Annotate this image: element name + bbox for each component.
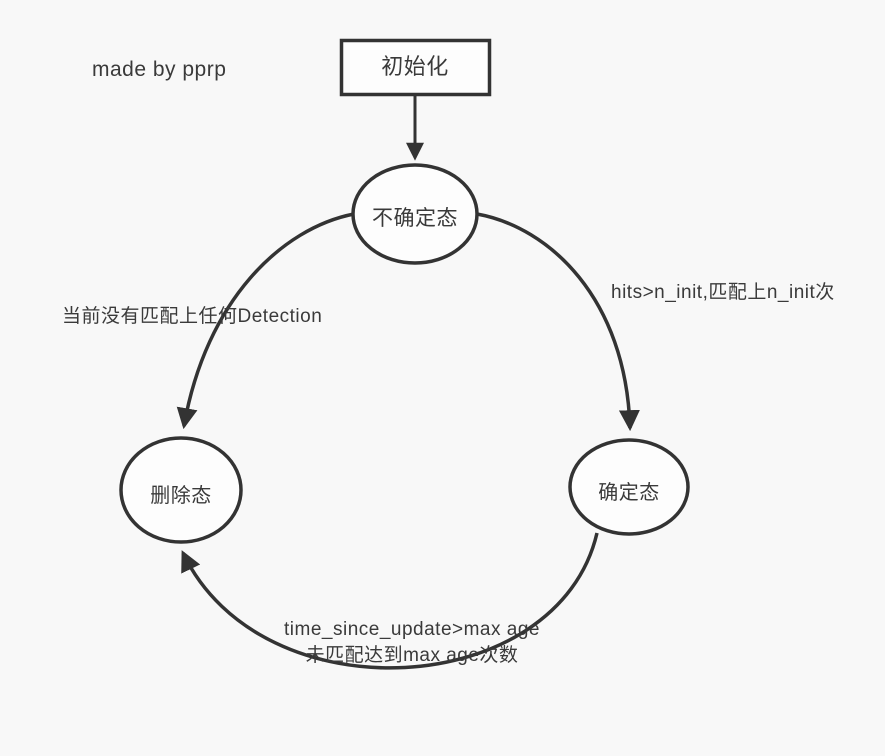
edge-tentative-to-deleted (176, 212, 355, 430)
edge-confirmed-to-deleted (181, 532, 599, 670)
node-confirmed-label: 确定态 (598, 482, 660, 504)
node-confirmed-ellipse (568, 438, 690, 536)
node-init-label: 初始化 (381, 54, 449, 79)
node-deleted-label: 删除态 (150, 485, 212, 507)
node-tentative-label: 不确定态 (372, 207, 458, 230)
edge-tentative-to-confirmed (476, 212, 640, 432)
edge-confirmed-to-deleted-label: time_since_update>max age 未匹配达到max age次数 (262, 617, 562, 669)
edge-tentative-to-confirmed-label: hits>n_init,匹配上n_init次 (611, 282, 835, 303)
edge-confirmed-to-deleted-label-line1: time_since_update>max age (284, 619, 540, 640)
edge-confirmed-to-deleted-label-line2: 未匹配达到max age次数 (305, 645, 519, 666)
node-tentative-ellipse (351, 163, 479, 265)
edge-tentative-to-deleted-label: 当前没有匹配上任何Detection (62, 306, 323, 327)
node-deleted-ellipse (119, 436, 243, 544)
credit-text: made by pprp (92, 58, 227, 81)
node-init-box (339, 38, 492, 97)
